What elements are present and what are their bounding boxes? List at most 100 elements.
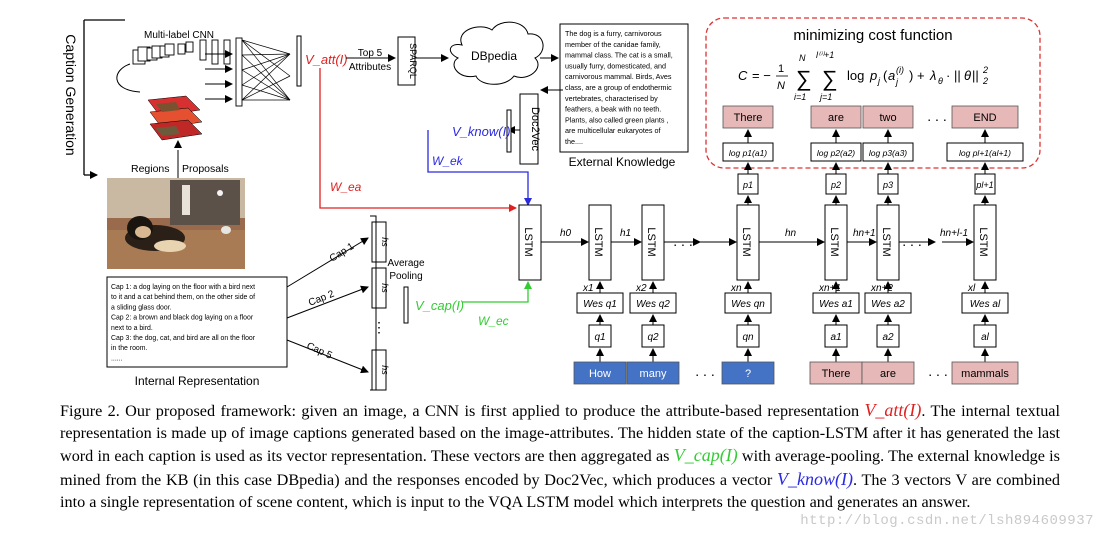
output-word-box	[951, 105, 1019, 129]
framework-diagram: Caption Generation Multi-label CNN	[63, 17, 1041, 391]
svg-text:λ: λ	[929, 68, 936, 83]
embedding-label: Wes q2	[636, 299, 670, 310]
v-know-label: V_know(I)	[452, 124, 511, 139]
w-ec-label: W_ec	[478, 314, 509, 328]
token-text: How	[589, 368, 611, 380]
lstm-cell-label: LSTM	[645, 227, 657, 256]
embedding-box	[576, 292, 624, 314]
v-cap-label: V_cap(I)	[415, 298, 464, 313]
token-dots: . . .	[928, 363, 947, 379]
sparql-label: SPARQL	[408, 43, 418, 79]
token-text: There	[822, 368, 851, 380]
question-token	[626, 361, 680, 385]
token-index-box	[736, 324, 760, 348]
hs-dots: ⋮	[372, 319, 386, 335]
cost-title: minimizing cost function	[793, 27, 952, 44]
hidden-label: hn+l-1	[940, 228, 968, 239]
v-att-label: V_att(I)	[305, 52, 348, 67]
x-label: xn+1	[818, 283, 841, 294]
token-index-box	[824, 324, 848, 348]
svg-text:i=1: i=1	[794, 92, 806, 102]
attribute-vector	[296, 35, 302, 87]
external-knowledge-label: External Knowledge	[569, 155, 676, 169]
token-index-label: qn	[742, 332, 754, 343]
cap-vector	[403, 286, 409, 324]
hs-label-3: hs	[380, 365, 390, 375]
svg-text:2: 2	[982, 65, 988, 75]
x-label: xn	[730, 283, 742, 294]
internal-text-line: in the room.	[111, 345, 147, 352]
embedding-label: Wes a1	[819, 299, 853, 310]
answer-token	[861, 361, 915, 385]
dbpedia-label: DBpedia	[471, 49, 517, 63]
internal-text-line: to it and a cat behind them, on the othe…	[111, 294, 255, 301]
lstm-cell-label: LSTM	[740, 227, 752, 256]
token-text: ?	[745, 368, 751, 380]
sparql-box	[397, 36, 416, 86]
caption-s2: . The internal textual representation is…	[60, 402, 1060, 466]
prob-label: pl+1	[975, 180, 993, 190]
region-proposals-icon	[147, 95, 203, 141]
top5-label-2: Attributes	[349, 62, 391, 73]
output-word: END	[973, 112, 996, 124]
token-index-label: a1	[830, 332, 841, 343]
kb-text-line: mammal class. The cat is a small,	[565, 51, 673, 60]
sequence-dots: . . .	[902, 233, 921, 249]
token-index-box	[588, 324, 612, 348]
token-index-label: q2	[647, 332, 659, 343]
regions-label: Regions	[131, 163, 170, 175]
svg-text:(: (	[883, 68, 888, 83]
logp-label: log p3(a3)	[869, 148, 907, 158]
pooling-label: Pooling	[389, 271, 422, 282]
know-vector	[506, 109, 512, 153]
svg-text:= −: = −	[752, 68, 771, 83]
caption-s3: with average-pooling. The external knowl…	[60, 447, 1060, 489]
output-word-box	[862, 105, 914, 129]
internal-text-line: a sliding glass door.	[111, 304, 172, 311]
prob-label: p1	[742, 180, 753, 190]
x-label: xn+2	[870, 283, 893, 294]
kb-text-box	[559, 23, 689, 153]
embedding-label: Wes a2	[871, 299, 905, 310]
hidden-label: hn	[785, 228, 797, 239]
cnn-arrows	[205, 50, 233, 103]
embedding-label: Wes q1	[583, 299, 617, 310]
internal-text-line: Cap 1: a dog laying on the floor with a …	[111, 284, 255, 291]
top5-label-1: Top 5	[358, 48, 383, 59]
svg-text:) +: ) +	[909, 68, 925, 83]
caption-generation-frame	[83, 19, 125, 179]
svg-text:log: log	[847, 68, 864, 83]
multilabel-cnn-label: Multi-label CNN	[144, 30, 214, 41]
x-label: xl	[967, 283, 976, 294]
kb-text-line: member of the canidae family,	[565, 40, 661, 49]
know-arrow	[427, 130, 532, 206]
hidden-label: h0	[560, 228, 572, 239]
internal-text-box	[106, 276, 288, 368]
sequence-dots: . . .	[673, 233, 692, 249]
kb-text-line: class, are a group of endothermic	[565, 83, 672, 92]
embedding-label: Wes al	[970, 299, 1001, 310]
svg-text:· ||: · ||	[946, 68, 961, 83]
output-word-box	[810, 105, 862, 129]
lstm-cell-label: LSTM	[880, 227, 892, 256]
svg-text:N: N	[777, 80, 785, 92]
caption-v-att: V_att(I)	[864, 400, 922, 420]
svg-text:p: p	[869, 68, 877, 83]
token-index-box	[973, 324, 997, 348]
caption-s1: Figure 2. Our proposed framework: given …	[60, 402, 865, 420]
pooling-bracket	[370, 215, 377, 391]
output-dots: . . .	[927, 108, 946, 124]
embedding-box	[864, 292, 912, 314]
output-word: There	[734, 112, 763, 124]
figure-caption: Figure 2. Our proposed framework: given …	[60, 399, 1060, 513]
embedding-box	[961, 292, 1009, 314]
token-text: are	[880, 368, 896, 380]
token-index-box	[876, 324, 900, 348]
token-text: mammals	[961, 368, 1009, 380]
hs-label-2: hs	[380, 283, 390, 293]
kb-text-line: carnivorous mammal. Birds, Aves	[565, 72, 672, 81]
cap-2-label: Cap 2	[307, 288, 336, 308]
hidden-label: h1	[620, 228, 631, 239]
dbpedia-cloud	[449, 21, 544, 85]
